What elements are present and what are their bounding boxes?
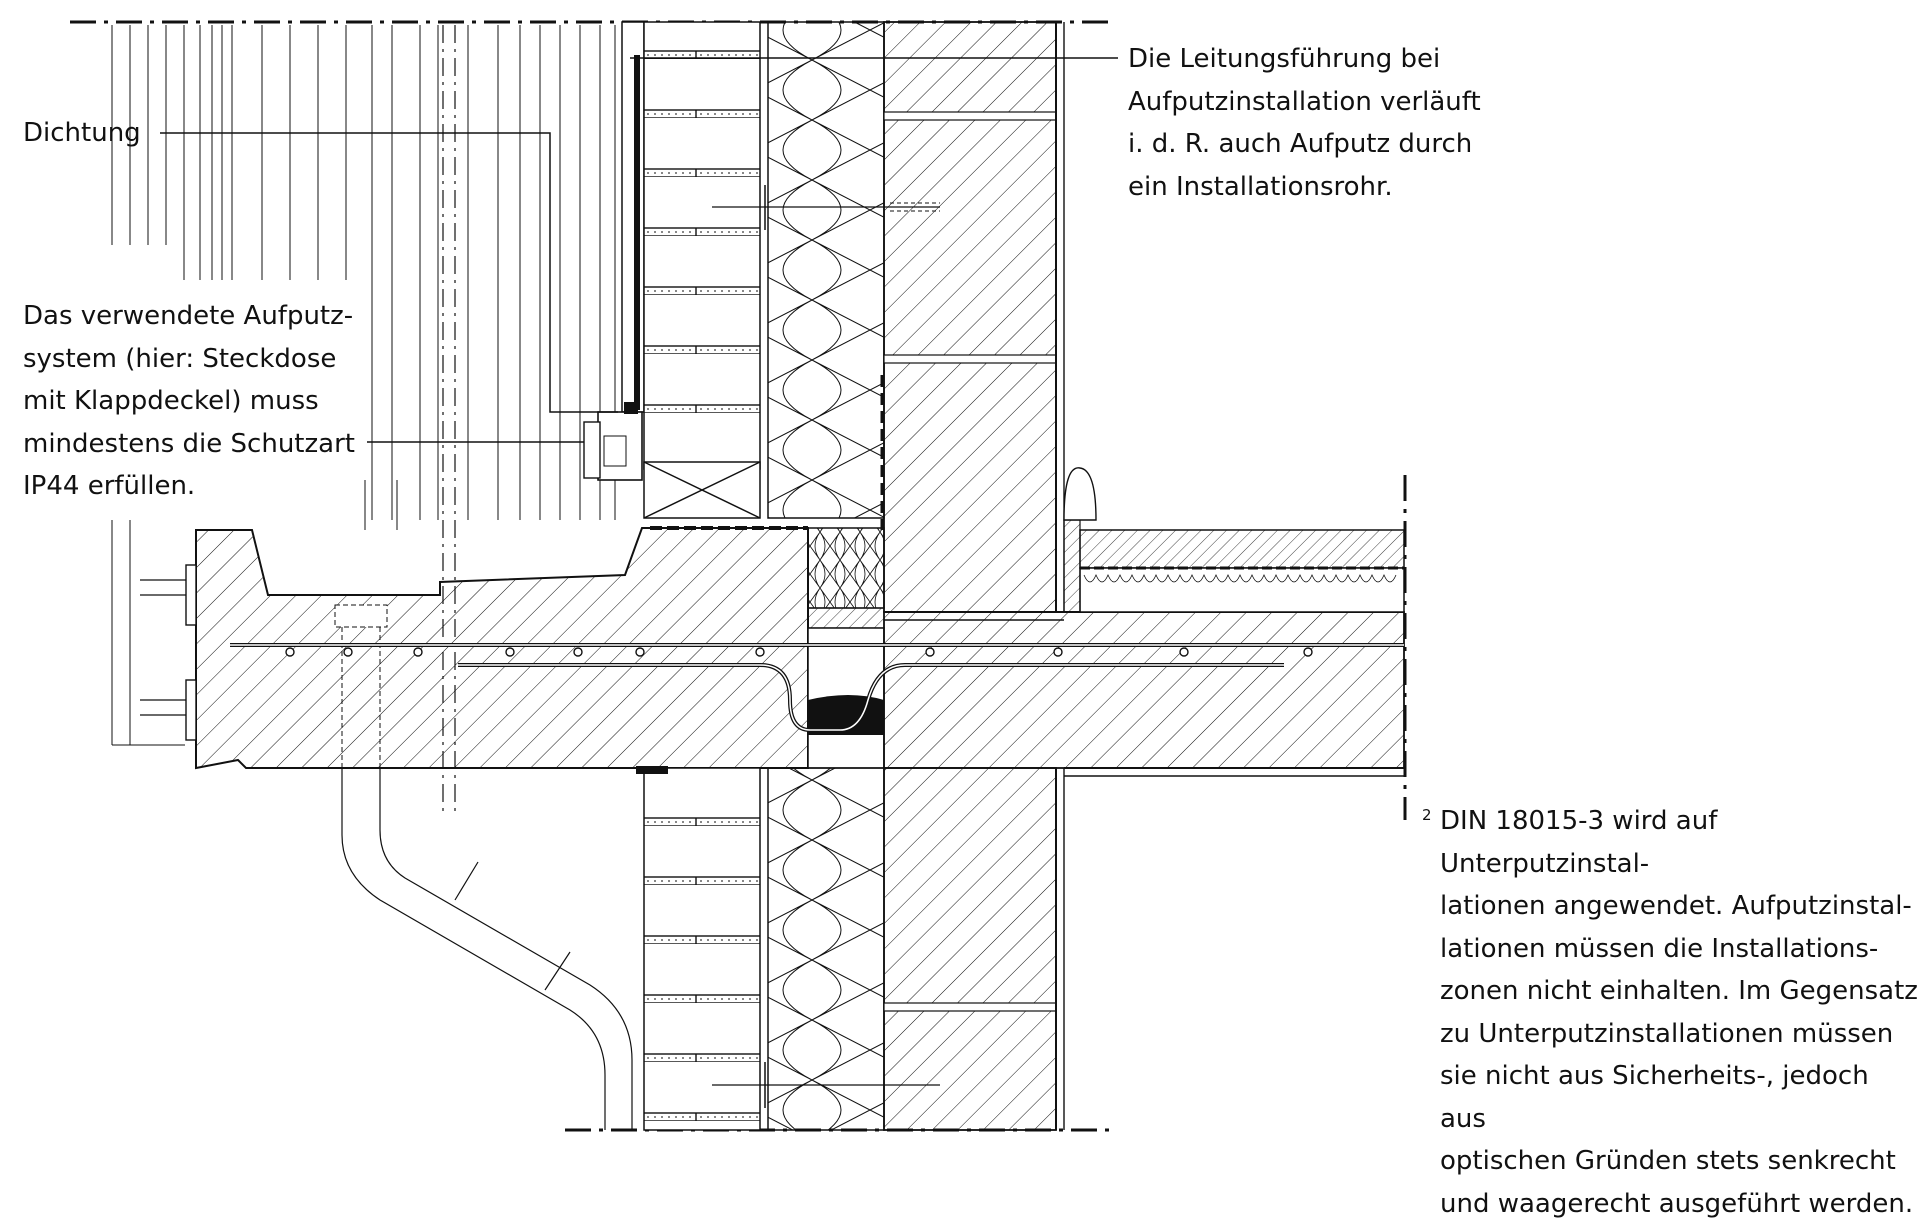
boundary-lines	[70, 20, 1407, 1132]
floor-slab	[883, 467, 1405, 769]
facade-lines	[111, 25, 616, 746]
footnote-text: DIN 18015-3 wird auf Unterputzinstal- la…	[1440, 806, 1918, 1219]
socket-icon	[583, 402, 643, 481]
balcony-slab	[140, 526, 809, 770]
drain-pipe	[341, 768, 633, 1130]
lower-wall	[636, 766, 1404, 1131]
thermal-break	[807, 527, 885, 769]
annotation-dichtung: Dichtung	[23, 118, 141, 148]
annotation-leitungsfuehrung: Die Leitungsführung bei Aufputzinstallat…	[1128, 44, 1481, 202]
construction-detail-drawing	[70, 20, 1407, 1132]
leader-lines	[160, 57, 1118, 443]
footnote-marker: 2	[1422, 806, 1432, 824]
annotation-aufputzsystem: Das verwendete Aufputz- system (hier: St…	[23, 301, 355, 501]
reinforcement	[230, 643, 1404, 732]
upper-wall	[621, 21, 1065, 613]
